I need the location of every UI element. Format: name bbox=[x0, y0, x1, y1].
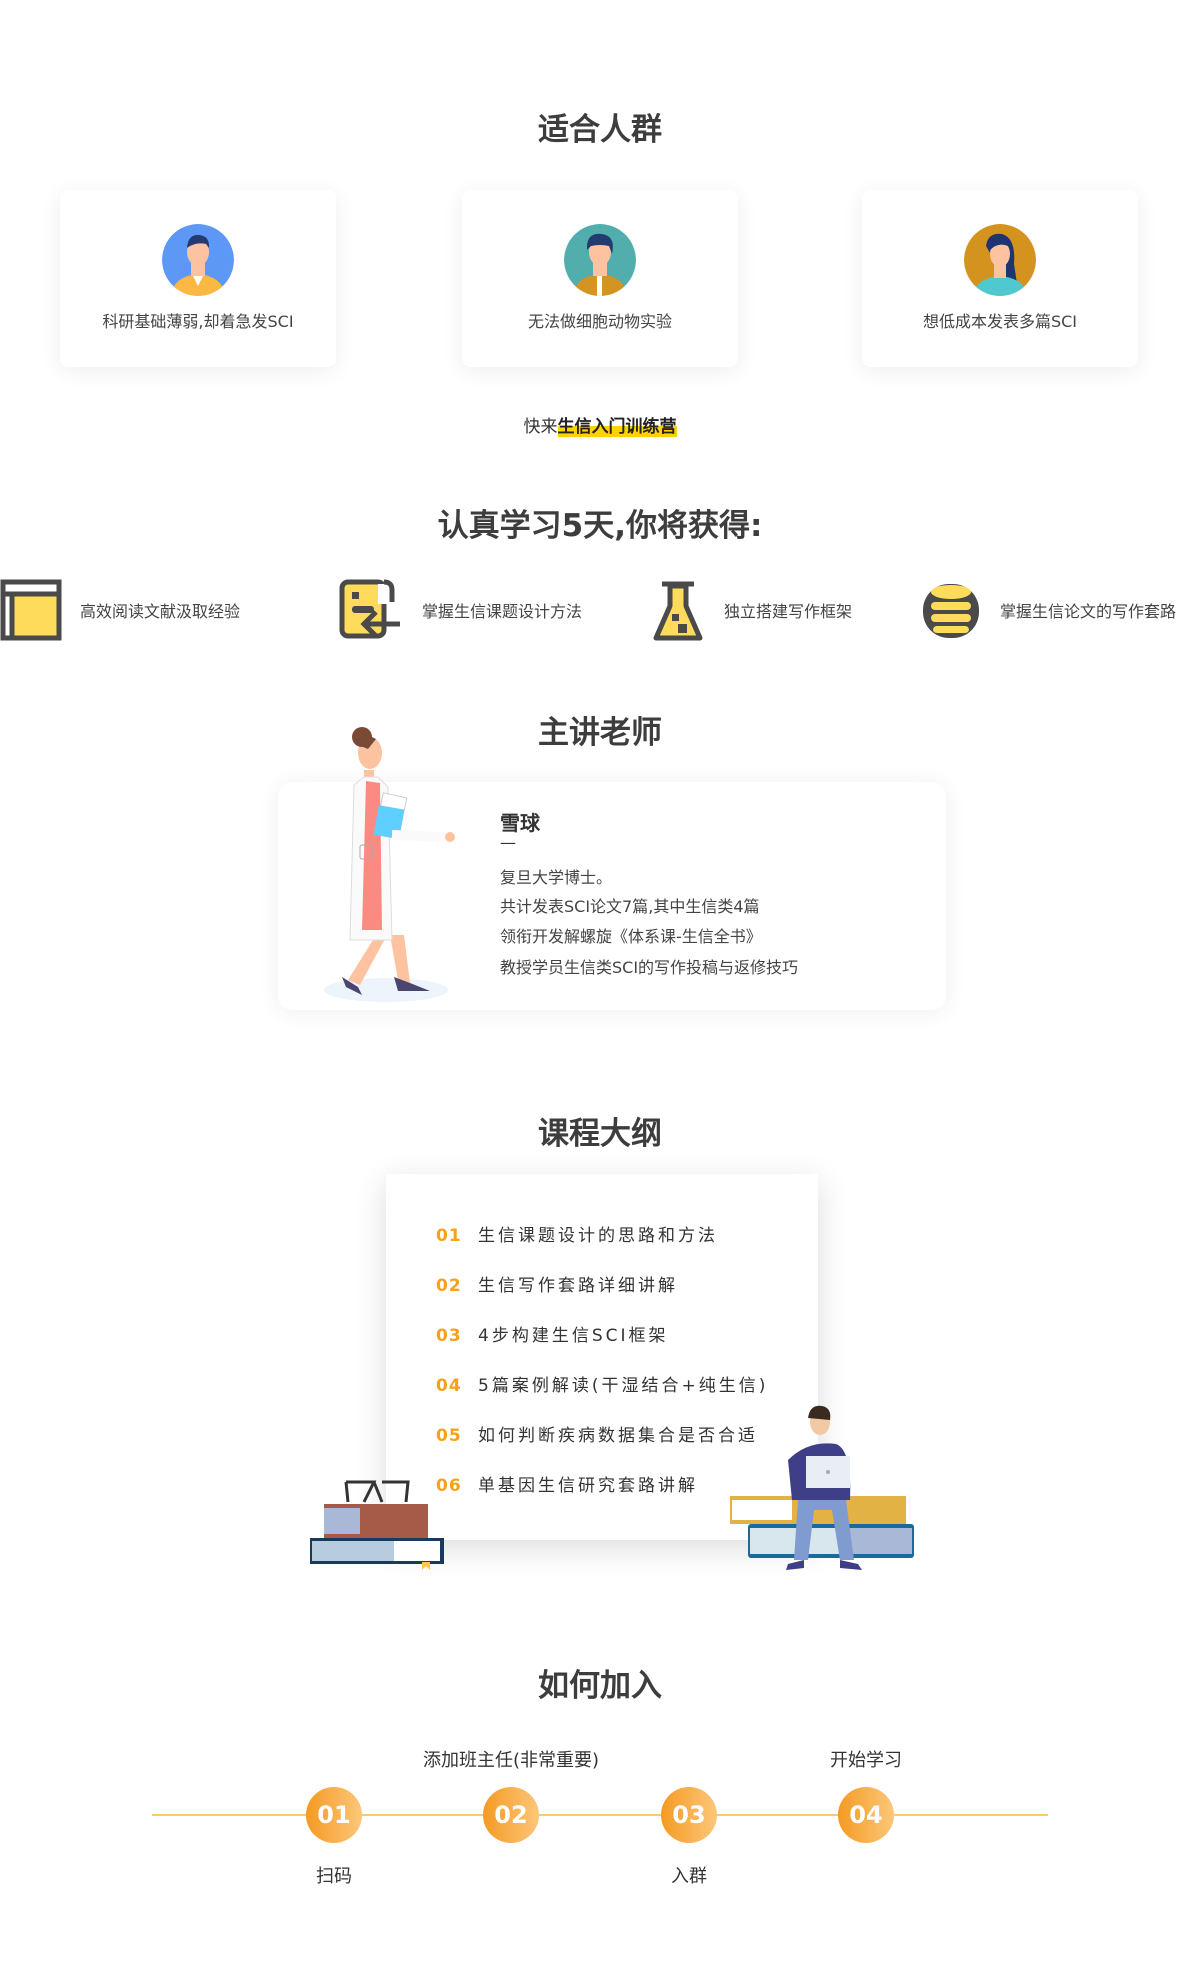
outline-item: 04 5篇案例解读(干湿结合+纯生信) bbox=[436, 1371, 768, 1396]
outline-text: 生信写作套路详细讲解 bbox=[478, 1276, 678, 1296]
audience-label: 科研基础薄弱,却着急发SCI bbox=[102, 312, 294, 331]
teacher-bio-line: 共计发表SCI论文7篇,其中生信类4篇 bbox=[500, 897, 760, 916]
cta-prefix: 快来 bbox=[523, 417, 558, 437]
outline-text: 生信课题设计的思路和方法 bbox=[478, 1226, 718, 1246]
outline-item: 01 生信课题设计的思路和方法 bbox=[436, 1221, 718, 1246]
teacher-bio-line: 复旦大学博士。 bbox=[500, 868, 613, 887]
outline-num: 05 bbox=[436, 1426, 462, 1446]
flask-icon bbox=[653, 581, 703, 641]
outline-title: 课程大纲 bbox=[538, 1116, 662, 1152]
join-title: 如何加入 bbox=[538, 1668, 662, 1704]
outline-text: 5篇案例解读(干湿结合+纯生信) bbox=[478, 1376, 769, 1396]
outline-text: 单基因生信研究套路讲解 bbox=[478, 1476, 698, 1496]
gain-label: 独立搭建写作框架 bbox=[724, 602, 853, 621]
gain-label: 高效阅读文献汲取经验 bbox=[80, 602, 241, 621]
gain-item: 掌握生信论文的写作套路 bbox=[920, 578, 1176, 642]
teacher-illustration bbox=[324, 727, 455, 1002]
step-badge: 04 bbox=[838, 1787, 894, 1843]
teacher-name: 雪球 bbox=[500, 811, 540, 835]
male-avatar-icon bbox=[564, 224, 636, 296]
audience-label: 无法做细胞动物实验 bbox=[527, 312, 672, 331]
outline-text: 如何判断疾病数据集合是否合适 bbox=[478, 1426, 758, 1446]
step-label: 添加班主任(非常重要) bbox=[422, 1750, 600, 1771]
teacher-bio-line: 领衔开发解螺旋《体系课-生信全书》 bbox=[500, 927, 762, 946]
import-icon bbox=[339, 579, 400, 639]
teacher-dash: — bbox=[500, 833, 516, 852]
student-laptop-illustration bbox=[730, 1405, 914, 1570]
outline-num: 03 bbox=[436, 1326, 462, 1346]
cta-highlight: 生信入门训练营 bbox=[557, 417, 677, 437]
step-label: 扫码 bbox=[316, 1866, 352, 1887]
outline-num: 06 bbox=[436, 1476, 462, 1496]
step-badge: 02 bbox=[483, 1787, 539, 1843]
gains-title: 认真学习5天,你将获得: bbox=[437, 508, 763, 544]
outline-text: 4步构建生信SCI框架 bbox=[478, 1326, 669, 1346]
outline-item: 06 单基因生信研究套路讲解 bbox=[436, 1471, 698, 1496]
gain-item: 独立搭建写作框架 bbox=[650, 578, 852, 642]
cta-text: 快来生信入门训练营 bbox=[0, 412, 1200, 437]
outline-item: 05 如何判断疾病数据集合是否合适 bbox=[436, 1421, 758, 1446]
outline-item: 03 4步构建生信SCI框架 bbox=[436, 1321, 669, 1346]
step-badge: 01 bbox=[306, 1787, 362, 1843]
layout-icon bbox=[0, 579, 62, 641]
teacher-title: 主讲老师 bbox=[538, 715, 662, 751]
step-label: 开始学习 bbox=[830, 1750, 902, 1771]
outline-num: 04 bbox=[436, 1376, 462, 1396]
audience-title: 适合人群 bbox=[538, 112, 662, 148]
outline-card bbox=[386, 1174, 818, 1540]
male-avatar-icon bbox=[162, 224, 234, 296]
audience-card: 想低成本发表多篇SCI bbox=[862, 190, 1138, 367]
female-avatar-icon bbox=[964, 224, 1036, 296]
step-label: 入群 bbox=[671, 1866, 707, 1887]
outline-num: 01 bbox=[436, 1226, 462, 1246]
gain-item: 高效阅读文献汲取经验 bbox=[0, 578, 240, 642]
teacher-bio-line: 教授学员生信类SCI的写作投稿与返修技巧 bbox=[500, 958, 799, 977]
audience-card: 科研基础薄弱,却着急发SCI bbox=[60, 190, 336, 367]
outline-num: 02 bbox=[436, 1276, 462, 1296]
database-icon bbox=[923, 584, 979, 638]
outline-item: 02 生信写作套路详细讲解 bbox=[436, 1271, 678, 1296]
gain-item: 掌握生信课题设计方法 bbox=[338, 578, 582, 642]
gain-label: 掌握生信课题设计方法 bbox=[422, 602, 583, 621]
gain-label: 掌握生信论文的写作套路 bbox=[1000, 602, 1177, 621]
audience-card: 无法做细胞动物实验 bbox=[462, 190, 738, 367]
timeline-line bbox=[152, 1814, 1048, 1816]
step-badge: 03 bbox=[661, 1787, 717, 1843]
audience-label: 想低成本发表多篇SCI bbox=[922, 312, 1078, 331]
books-glasses-illustration bbox=[310, 1480, 444, 1570]
